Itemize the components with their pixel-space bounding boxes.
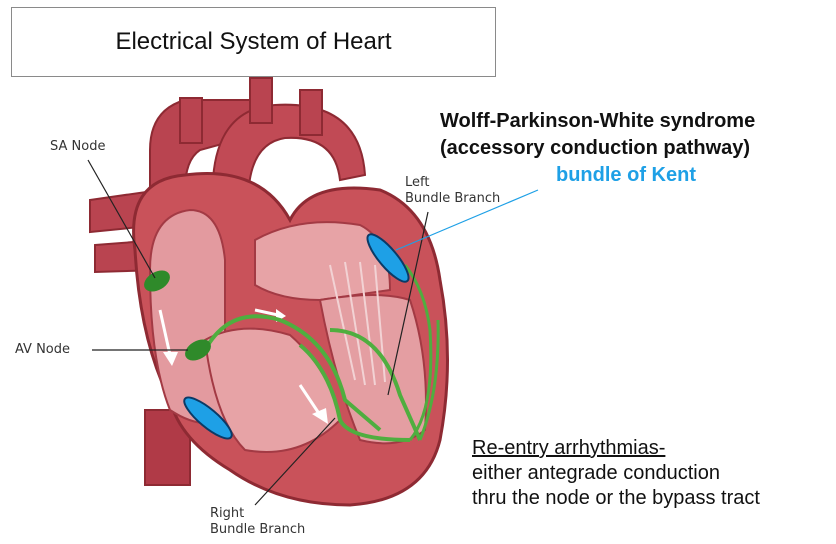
reentry-heading: Re-entry arrhythmias- <box>472 436 760 461</box>
reentry-line2: thru the node or the bypass tract <box>472 486 760 511</box>
reentry-line1: either antegrade conduction <box>472 461 760 486</box>
kent-label: bundle of Kent <box>556 164 696 187</box>
branch-vessel-1 <box>180 98 202 143</box>
sa-node-label: SA Node <box>50 139 105 155</box>
right-bundle-label-line1: Right <box>210 506 305 522</box>
left-bundle-label-line1: Left <box>405 175 500 191</box>
reentry-annotation: Re-entry arrhythmias- either antegrade c… <box>472 436 760 511</box>
wpw-line2: (accessory conduction pathway) <box>440 135 755 162</box>
left-bundle-label: Left Bundle Branch <box>405 175 500 207</box>
left-bundle-label-line2: Bundle Branch <box>405 191 500 207</box>
right-bundle-label-line2: Bundle Branch <box>210 522 305 538</box>
branch-vessel-3 <box>300 90 322 135</box>
right-bundle-label: Right Bundle Branch <box>210 506 305 538</box>
av-node-label: AV Node <box>15 342 70 358</box>
wpw-line1: Wolff-Parkinson-White syndrome <box>440 108 755 135</box>
wpw-annotation: Wolff-Parkinson-White syndrome (accessor… <box>440 108 755 162</box>
branch-vessel-2 <box>250 78 272 123</box>
